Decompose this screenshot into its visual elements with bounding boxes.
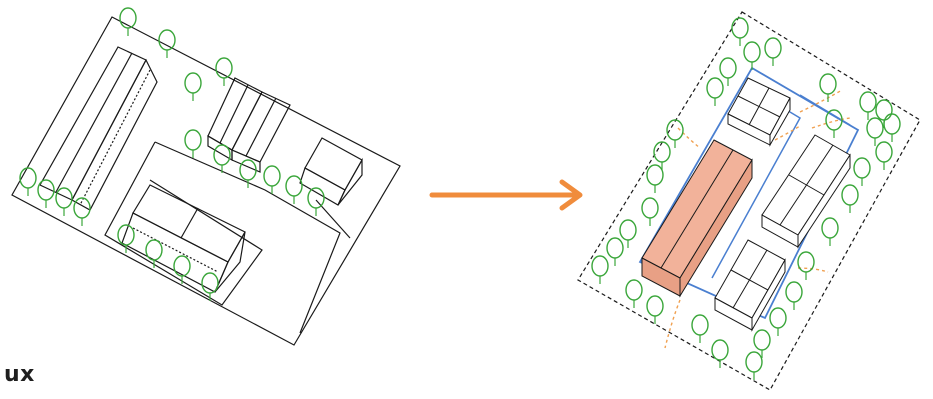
tree-icon	[118, 225, 134, 253]
tree-icon	[712, 340, 728, 368]
tree-icon	[647, 165, 663, 193]
tree-icon	[842, 185, 858, 213]
tree-icon	[642, 198, 658, 226]
tree-icon	[56, 188, 72, 216]
existing-site-plan	[12, 17, 400, 345]
caption-label: ux	[4, 362, 35, 387]
existing-path	[155, 142, 340, 333]
tree-icon	[185, 130, 201, 158]
tree-icon	[732, 18, 748, 46]
existing-building-middle	[208, 78, 290, 172]
tree-icon	[884, 114, 900, 142]
tree-icon	[592, 256, 608, 284]
arrow-right-icon	[432, 182, 580, 208]
tree-icon	[744, 42, 760, 70]
existing-building-long	[40, 47, 157, 210]
proposed-building-top	[728, 78, 790, 145]
tree-icon	[185, 73, 201, 101]
proposed-site-plan	[578, 12, 920, 390]
tree-icon	[876, 142, 892, 170]
tree-icon	[20, 168, 36, 196]
tree-icon	[754, 330, 770, 358]
tree-icon	[647, 296, 663, 324]
tree-icon	[770, 308, 786, 336]
tree-icon	[607, 238, 623, 266]
proposed-building-right	[762, 135, 850, 247]
tree-icon	[692, 315, 708, 343]
tree-icon	[707, 78, 723, 106]
tree-icon	[720, 58, 736, 86]
tree-icon	[854, 158, 870, 186]
tree-icon	[286, 176, 302, 204]
tree-icon	[146, 240, 162, 268]
tree-icon	[765, 38, 781, 66]
tree-icon	[820, 74, 836, 102]
tree-icon	[159, 30, 175, 58]
existing-trees	[20, 8, 324, 301]
tree-icon	[174, 256, 190, 284]
tree-icon	[826, 110, 842, 138]
tree-icon	[667, 120, 683, 148]
existing-building-cube	[300, 138, 362, 205]
tree-icon	[264, 166, 280, 194]
tree-icon	[860, 92, 876, 120]
tree-icon	[867, 118, 883, 146]
tree-icon	[786, 282, 802, 310]
tree-icon	[798, 252, 814, 280]
tree-icon	[626, 280, 642, 308]
tree-icon	[822, 218, 838, 246]
proposed-site-boundary	[578, 12, 920, 390]
tree-icon	[746, 352, 762, 380]
